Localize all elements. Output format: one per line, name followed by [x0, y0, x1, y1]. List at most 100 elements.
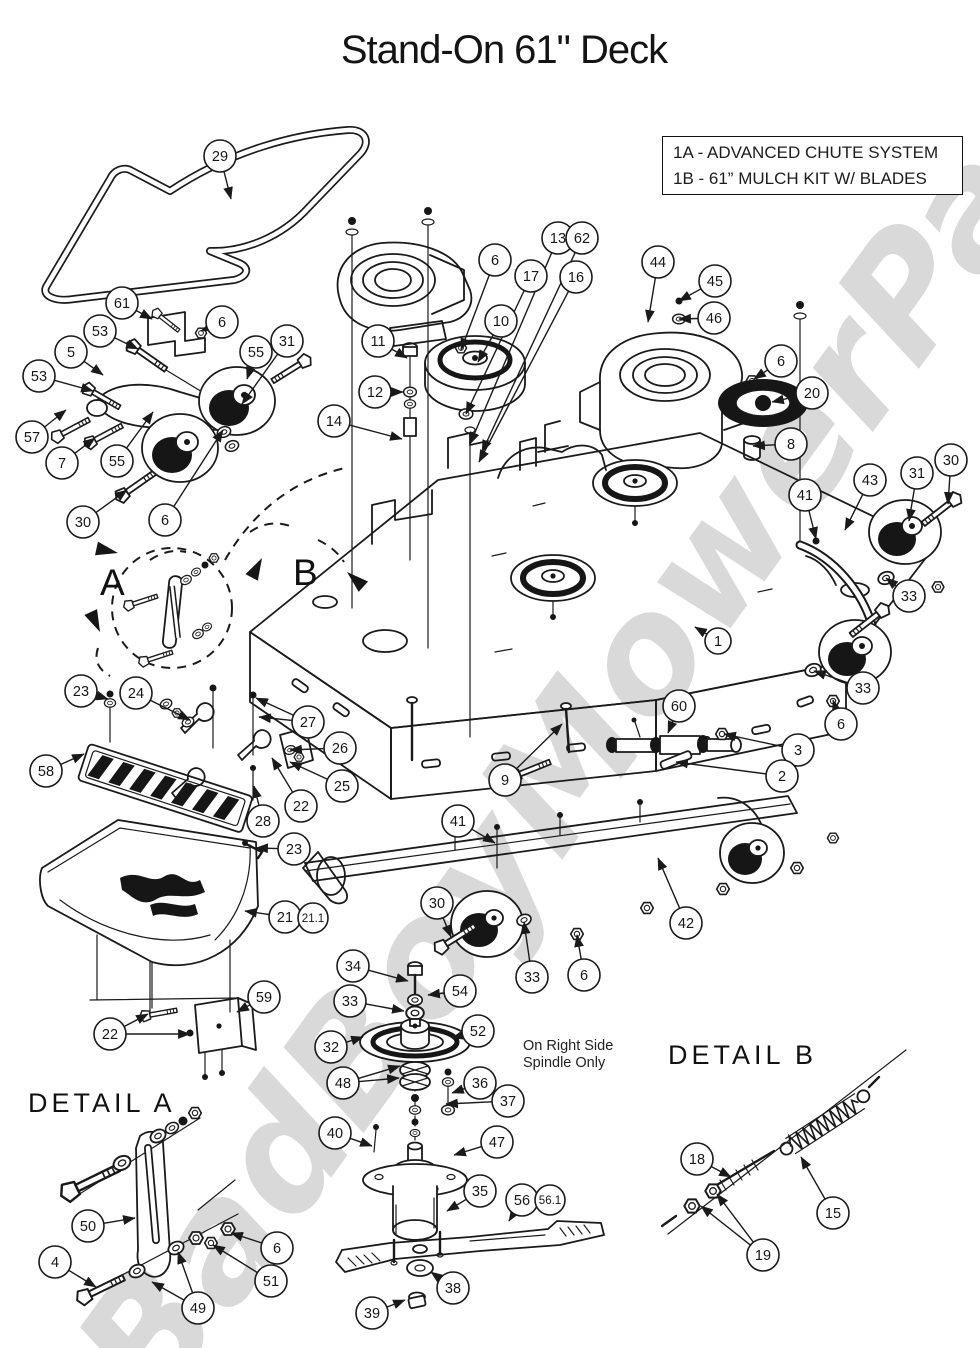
svg-text:46: 46: [706, 311, 722, 327]
svg-text:6: 6: [161, 513, 169, 529]
svg-text:33: 33: [901, 589, 917, 605]
callout-33-leader: [365, 1003, 405, 1014]
svg-text:41: 41: [450, 814, 466, 830]
callout-30: 30: [934, 443, 968, 505]
callout-29-leader: [223, 171, 233, 200]
deck-shell: [249, 420, 936, 800]
callout-58: 58: [29, 753, 85, 788]
callout-59-leader: [236, 1001, 251, 1013]
callout-40-leader: [349, 1137, 373, 1147]
callout-33: 33: [885, 577, 926, 613]
svg-text:59: 59: [256, 990, 272, 1006]
callout-28: 28: [246, 785, 280, 838]
callout-17: 17: [465, 259, 548, 415]
callout-7-leader: [74, 437, 96, 454]
svg-text:57: 57: [24, 430, 40, 446]
callout-1-leader: [694, 626, 708, 638]
callout-38-leader: [430, 1271, 444, 1283]
callout-6: 6: [230, 1231, 294, 1265]
callout-35: 35: [446, 1174, 497, 1212]
callout-5: 5: [54, 335, 104, 376]
callout-22: 22: [93, 1013, 191, 1051]
chute-assembly: [39, 684, 314, 1080]
callout-59: 59: [236, 980, 281, 1014]
callout-11-leader: [391, 347, 408, 359]
callout-55: 55: [100, 411, 154, 478]
callout-53-leader: [54, 379, 94, 393]
svg-text:33: 33: [524, 970, 540, 986]
callout-33: 33: [515, 921, 549, 994]
callout-40: 40: [318, 1116, 373, 1150]
callout-9: 9: [488, 723, 563, 797]
callout-15-leader: [800, 1156, 826, 1200]
callout-6: 6: [567, 934, 601, 992]
svg-text:5: 5: [67, 345, 75, 361]
callout-6-leader: [574, 934, 584, 960]
callout-55-leader: [246, 366, 256, 380]
callout-2: 2: [675, 758, 799, 793]
spindle-note-line2: Spindle Only: [523, 1055, 606, 1071]
legend-line-1a: 1A - ADVANCED CHUTE SYSTEM: [673, 142, 939, 162]
svg-text:24: 24: [128, 686, 144, 702]
callout-23-leader: [95, 690, 109, 701]
callout-37-leader: [445, 1098, 493, 1109]
callout-23: 23: [64, 674, 109, 708]
callout-35-leader: [446, 1198, 467, 1212]
callout-47-leader: [453, 1145, 482, 1157]
svg-text:8: 8: [787, 437, 795, 453]
callout-11: 11: [361, 324, 408, 359]
svg-text:13: 13: [550, 231, 566, 247]
callout-3: 3: [723, 731, 815, 767]
svg-text:42: 42: [678, 916, 694, 932]
svg-text:14: 14: [326, 414, 342, 430]
callout-1: 1: [694, 626, 732, 655]
callout-9-leader: [515, 723, 563, 770]
deck-belt: [41, 125, 370, 304]
callout-55-leader: [125, 411, 154, 449]
callout-56: 56: [505, 1183, 539, 1222]
svg-text:17: 17: [523, 269, 539, 285]
callout-55: 55: [239, 335, 273, 380]
legend-box: 1A - ADVANCED CHUTE SYSTEM 1B - 61” MULC…: [662, 136, 963, 195]
svg-text:44: 44: [650, 255, 666, 271]
callout-5-leader: [83, 360, 104, 376]
svg-text:3: 3: [794, 743, 802, 759]
callout-6: 6: [824, 699, 858, 741]
callout-42: 42: [657, 857, 703, 940]
callout-34-leader: [368, 969, 409, 983]
callout-50-leader: [103, 1215, 136, 1225]
svg-text:55: 55: [248, 345, 264, 361]
detail-a-label: DETAIL A: [28, 1088, 176, 1118]
belt-cover-left: [336, 241, 473, 347]
svg-text:33: 33: [855, 681, 871, 697]
callout-27-leader: [258, 713, 293, 724]
callout-33: 33: [333, 984, 405, 1018]
svg-text:33: 33: [342, 994, 358, 1010]
callout-12: 12: [358, 375, 404, 409]
callout-30: 30: [420, 886, 454, 938]
svg-text:6: 6: [777, 354, 785, 370]
svg-text:49: 49: [190, 1301, 206, 1317]
callout-26-leader: [289, 744, 325, 755]
svg-text:56.1: 56.1: [539, 1195, 561, 1207]
svg-text:29: 29: [212, 149, 228, 165]
callout-6-leader: [200, 321, 214, 332]
callout-24-leader: [149, 699, 191, 721]
svg-text:15: 15: [825, 1206, 841, 1222]
svg-text:11: 11: [370, 334, 385, 350]
svg-text:2: 2: [778, 769, 786, 785]
svg-text:47: 47: [489, 1135, 505, 1151]
callout-6: 6: [148, 429, 224, 537]
svg-text:34: 34: [345, 959, 361, 975]
svg-text:12: 12: [367, 385, 383, 401]
callout-46-leader: [678, 313, 699, 324]
spindle-assembly: [359, 961, 471, 1266]
callout-43-leader: [844, 493, 864, 531]
svg-text:62: 62: [574, 231, 590, 247]
callout-6: 6: [460, 243, 512, 351]
callout-30-leader: [943, 475, 954, 505]
callout-6-leader: [230, 1232, 263, 1244]
callout-53: 53: [22, 359, 94, 393]
callout-4: 4: [38, 1245, 97, 1288]
svg-text:1: 1: [714, 634, 722, 650]
